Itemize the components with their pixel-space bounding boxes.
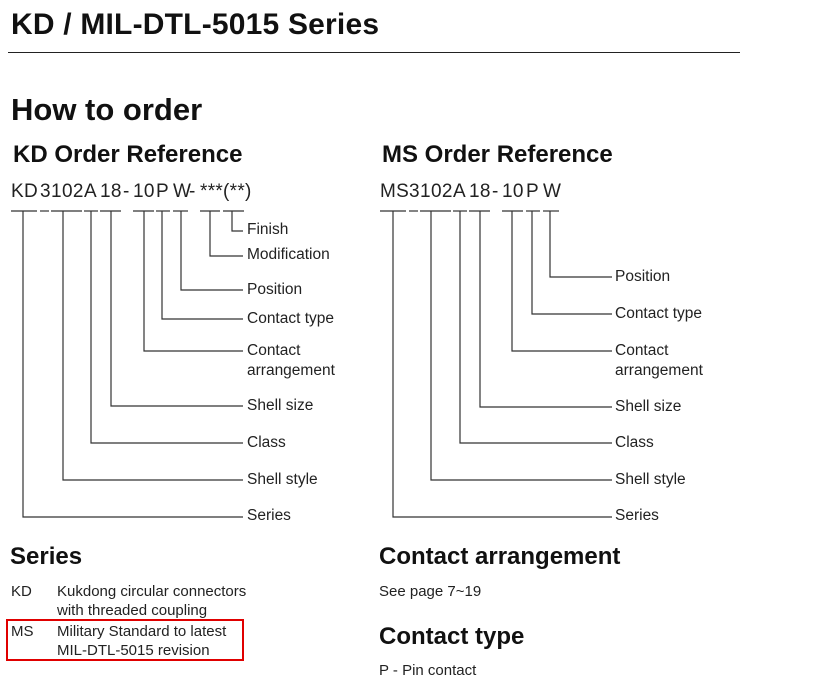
kd-label-shell-style: Shell style [247, 471, 318, 488]
ms-leader-contact-arrangement [511, 211, 612, 352]
series-ms-description-line2: MIL-DTL-5015 revision [57, 642, 210, 659]
ms-leader-shell-style [430, 211, 612, 481]
kd-code-part-finish: (**) [223, 181, 252, 202]
kd-code-part-modification: *** [200, 181, 224, 202]
kd-label-shell-size: Shell size [247, 397, 314, 414]
contact-type-heading: Contact type [379, 623, 525, 650]
how-to-order-heading: How to order [11, 92, 203, 127]
ms-code-part-1: 1 [420, 181, 431, 202]
ms-code-part-contact-arrangement: 10 [502, 181, 524, 202]
title-divider [8, 52, 740, 53]
kd-leader-class [90, 211, 243, 444]
kd-label-finish: Finish [247, 221, 289, 238]
ms-series-highlight-box [6, 619, 244, 661]
kd-label-contact-type: Contact type [247, 310, 335, 327]
ms-leader-shell-size [479, 211, 612, 408]
kd-code-part-shell-size: 18 [100, 181, 122, 202]
kd-label-class: Class [247, 434, 286, 451]
ms-code-part-contact-type: P [526, 181, 539, 202]
kd-leader-finish [231, 211, 243, 232]
kd-label-contact-arrangement-line2: arrangement [247, 362, 335, 379]
series-kd-description-line2: with threaded coupling [57, 602, 208, 619]
kd-leader-contact-arrangement [143, 211, 243, 352]
page-title: KD / MIL-DTL-5015 Series [11, 8, 380, 41]
ms-code-part-series: MS [380, 181, 410, 202]
series-ms-code: MS [11, 623, 34, 640]
series-kd-description-line1: Kukdong circular connectors [57, 583, 247, 600]
series-kd-code: KD [11, 583, 32, 600]
kd-code-part-02: 02 [62, 181, 84, 202]
kd-label-position: Position [247, 281, 303, 298]
ms-leader-series [392, 211, 612, 518]
kd-code-part-dash-2: - [189, 181, 196, 202]
ms-label-contact-arrangement-line1: Contact [615, 342, 669, 359]
ms-code-part-shell-size: 18 [469, 181, 491, 202]
kd-code-part-series: KD [11, 181, 38, 202]
kd-leader-shell-size [110, 211, 243, 407]
ms-code-part-02: 02 [431, 181, 453, 202]
kd-label-series: Series [247, 507, 291, 524]
contact-arrangement-heading: Contact arrangement [379, 543, 621, 570]
contact-type-text: P - Pin contact [379, 662, 477, 679]
ms-code-part-position: W [543, 181, 562, 202]
kd-order-reference-heading: KD Order Reference [13, 141, 243, 168]
kd-leader-contact-type [161, 211, 243, 320]
contact-arrangement-text: See page 7~19 [379, 583, 482, 600]
ms-code-part-dash: - [492, 181, 499, 202]
kd-leader-series [22, 211, 243, 518]
kd-label-modification: Modification [247, 246, 330, 263]
ms-code-part-shell-style: 3 [409, 181, 420, 202]
ms-label-position: Position [615, 268, 671, 285]
ms-label-shell-size: Shell size [615, 398, 682, 415]
ms-label-shell-style: Shell style [615, 471, 686, 488]
kd-code-part-contact-arrangement: 10 [133, 181, 155, 202]
ms-label-contact-type: Contact type [615, 305, 703, 322]
kd-code-part-class: A [84, 181, 97, 202]
series-heading: Series [10, 543, 83, 570]
kd-label-contact-arrangement-line1: Contact [247, 342, 301, 359]
kd-code-part-1: 1 [51, 181, 62, 202]
ms-order-reference-heading: MS Order Reference [382, 141, 613, 168]
kd-code-part-dash: - [123, 181, 130, 202]
kd-leader-shell-style [62, 211, 243, 481]
ms-leader-position [549, 211, 612, 278]
kd-leader-position [180, 211, 243, 291]
kd-code-part-contact-type: P [156, 181, 169, 202]
kd-code-part-shell-style: 3 [40, 181, 51, 202]
ms-code-part-class: A [453, 181, 466, 202]
kd-leader-modification [209, 211, 243, 257]
series-ms-description-line1: Military Standard to latest [57, 623, 227, 640]
ms-leader-contact-type [531, 211, 612, 315]
ms-leader-class [459, 211, 612, 444]
ms-label-contact-arrangement-line2: arrangement [615, 362, 703, 379]
ms-label-class: Class [615, 434, 654, 451]
kd-code-part-position: W [173, 181, 192, 202]
ms-label-series: Series [615, 507, 659, 524]
